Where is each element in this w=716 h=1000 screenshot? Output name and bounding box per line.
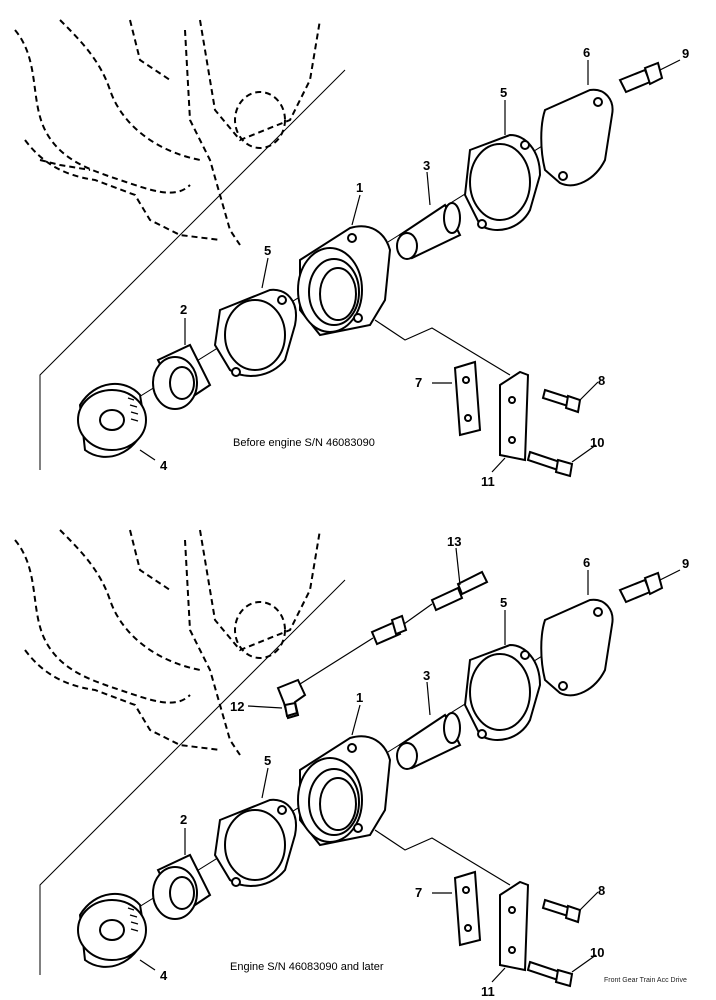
callout-6: 6 xyxy=(583,555,590,570)
bearing xyxy=(152,853,212,920)
bracket-plate xyxy=(453,870,482,947)
oil-line-upper xyxy=(403,603,433,625)
callout-5b: 5 xyxy=(500,85,507,100)
callout-4: 4 xyxy=(160,968,168,983)
cover-plate xyxy=(540,88,614,187)
view-after-serial: 1 2 3 4 5 5 6 7 8 9 10 11 12 13 Engine S… xyxy=(14,529,689,999)
cover-bolt xyxy=(618,61,664,94)
view-before-serial: 1 2 3 4 5 5 6 7 8 9 10 11 Before engine … xyxy=(14,19,689,489)
callout-11: 11 xyxy=(481,474,495,489)
callout-8: 8 xyxy=(598,883,605,898)
callout-3: 3 xyxy=(423,668,430,683)
bracket-plate xyxy=(453,360,482,437)
callout-3: 3 xyxy=(423,158,430,173)
bracket-bolt-upper xyxy=(541,898,582,924)
leader-lines xyxy=(139,59,681,473)
engine-housing xyxy=(14,529,321,756)
mounting-plane xyxy=(39,69,346,470)
cover-bolt xyxy=(618,571,664,604)
view-caption: Before engine S/N 46083090 xyxy=(233,437,375,449)
bracket-bolt-lower xyxy=(526,960,574,988)
angle-bracket xyxy=(499,880,530,972)
callout-5a: 5 xyxy=(264,753,271,768)
tube-connector xyxy=(370,614,408,646)
bearing xyxy=(152,343,212,410)
callout-6: 6 xyxy=(583,45,590,60)
cover-plate xyxy=(540,598,614,697)
bracket-bolt-lower xyxy=(526,450,574,478)
callout-10: 10 xyxy=(590,435,604,450)
leader-lines xyxy=(139,547,681,983)
bracket-leader xyxy=(374,319,511,376)
callout-7: 7 xyxy=(415,375,422,390)
oil-line-lower xyxy=(299,637,374,685)
figure-footer-label: Front Gear Train Acc Drive xyxy=(604,977,687,984)
mounting-plane xyxy=(39,579,346,975)
bracket-bolt-upper xyxy=(541,388,582,414)
drive-shaft xyxy=(396,712,462,770)
elbow-fitting xyxy=(276,678,307,720)
callout-10: 10 xyxy=(590,945,604,960)
tube-assembly xyxy=(430,570,489,612)
callout-1: 1 xyxy=(356,690,363,705)
callout-12: 12 xyxy=(230,699,244,714)
angle-bracket xyxy=(499,370,530,462)
gasket-left xyxy=(213,288,297,377)
callout-7: 7 xyxy=(415,885,422,900)
engine-housing xyxy=(14,19,321,246)
adapter-housing xyxy=(297,225,392,337)
view-caption: Engine S/N 46083090 and later xyxy=(230,961,384,973)
callout-8: 8 xyxy=(598,373,605,388)
gasket-left xyxy=(213,798,297,887)
callout-9: 9 xyxy=(682,46,689,61)
callout-2: 2 xyxy=(180,302,187,317)
callout-5b: 5 xyxy=(500,595,507,610)
callout-9: 9 xyxy=(682,556,689,571)
callout-13: 13 xyxy=(447,534,461,549)
gasket-right xyxy=(463,133,542,231)
callout-11: 11 xyxy=(481,984,495,999)
callout-4: 4 xyxy=(160,458,168,473)
drive-gear xyxy=(77,892,147,968)
drive-shaft xyxy=(396,202,462,260)
bracket-leader xyxy=(374,829,511,886)
callout-2: 2 xyxy=(180,812,187,827)
drive-gear xyxy=(77,382,147,458)
adapter-housing xyxy=(297,735,392,847)
callout-1: 1 xyxy=(356,180,363,195)
callout-5a: 5 xyxy=(264,243,271,258)
gasket-right xyxy=(463,643,542,741)
